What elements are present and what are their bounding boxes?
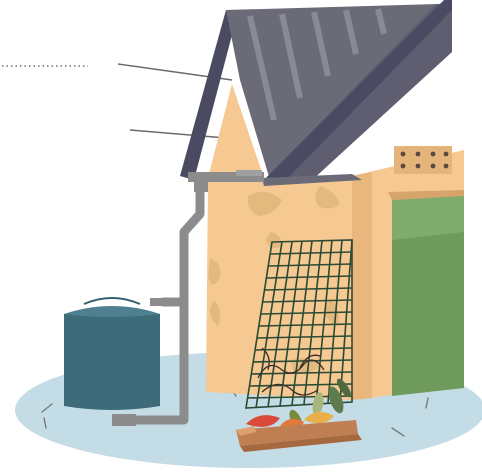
vent-block-icon (394, 146, 452, 174)
water-tank-icon (64, 298, 172, 410)
door-icon (388, 190, 464, 396)
callout-line-wall (130, 130, 226, 138)
side-wall-shade (352, 172, 372, 400)
